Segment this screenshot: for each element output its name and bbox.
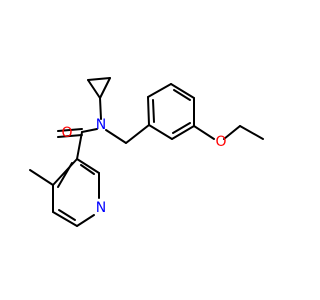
bond-cyclopropyl-ring-a: [87, 79, 101, 99]
bond-pyridine-inner-1: [80, 164, 95, 175]
bond-pyridine-3: [76, 214, 95, 227]
bond-pyridine-inner-3: [57, 162, 73, 188]
molecule-structure: O N O N: [29, 77, 264, 227]
bond-benzene-2: [147, 83, 172, 98]
atom-label-layer: O N O N: [61, 117, 226, 216]
bond-amide-carbon-to-nitrogen: [81, 128, 98, 133]
bond-pyridine-6: [52, 158, 78, 186]
bond-benzene-inner-3: [172, 122, 191, 134]
bond-benzyl-ch2-to-ring: [125, 124, 150, 144]
bond-cyclopropyl-ring-c: [99, 77, 111, 99]
bond-benzene-1: [147, 96, 150, 126]
bond-benzene-inner-1: [152, 99, 155, 123]
bond-ethyl-ch2-to-ch3: [239, 125, 264, 140]
bond-carbonyl-double-offset: [57, 134, 83, 138]
bond-benzene-5: [171, 125, 195, 140]
amide-nitrogen-label: N: [96, 117, 106, 133]
pyridine-nitrogen-label: N: [96, 200, 106, 216]
bond-nitrogen-to-benzyl-ch2: [105, 129, 127, 144]
carbonyl-oxygen-label: O: [61, 125, 72, 141]
bond-carbonyl-to-amide-carbon: [57, 128, 83, 132]
bond-benzene-inner-2: [173, 89, 191, 101]
bond-nitrogen-to-cyclopropyl: [99, 97, 102, 120]
bond-pyridine-4: [52, 211, 78, 227]
bond-pyridine-to-methyl: [29, 169, 54, 186]
ether-oxygen-label: O: [215, 134, 226, 150]
bond-pyridine-1: [76, 158, 100, 174]
bond-ether-oxygen-to-ethyl-ch2: [223, 125, 241, 140]
molecule-canvas: O N O N: [29, 77, 264, 227]
bond-ring-to-ether-oxygen: [193, 125, 215, 140]
bond-amide-carbon-to-pyridine: [76, 131, 83, 160]
bond-pyridine-inner-2: [58, 209, 76, 221]
bond-layer: [29, 77, 264, 227]
bond-benzene-6: [148, 124, 173, 140]
bond-cyclopropyl-ring-b: [87, 77, 111, 81]
bond-benzene-3: [170, 83, 195, 99]
